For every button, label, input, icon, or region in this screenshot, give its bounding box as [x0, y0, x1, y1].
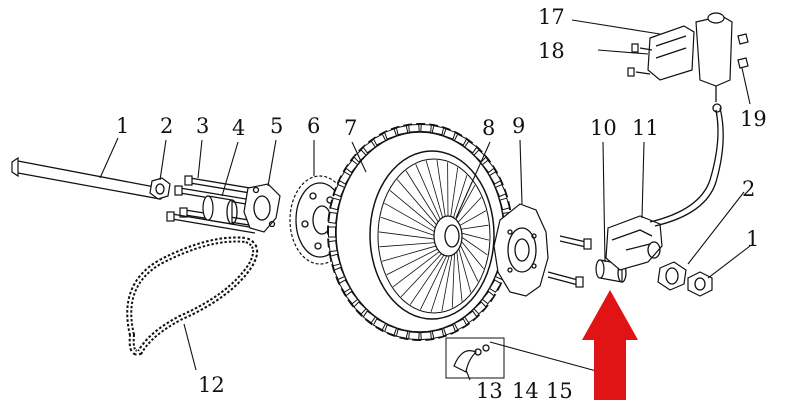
leader-lines: [99, 19, 751, 381]
callout-6: 6: [307, 114, 320, 138]
chain: [126, 236, 259, 356]
callout-1-right: 1: [746, 227, 759, 251]
callout-8: 8: [482, 116, 495, 140]
axle-nut-right: [657, 261, 713, 297]
valve-parts: [445, 337, 505, 379]
axle: [11, 156, 164, 200]
callout-12: 12: [198, 373, 225, 397]
callout-2-right: 2: [742, 177, 755, 201]
callout-18: 18: [538, 39, 565, 63]
callout-10: 10: [590, 116, 617, 140]
brake-disc: [493, 203, 549, 297]
callout-3: 3: [196, 114, 209, 138]
callout-14: 14: [512, 379, 539, 403]
disc-bolts: [547, 235, 592, 288]
callout-labels: 1 2 3 4 5 6 7 8 9 10 11 12 13 14 15 17 1…: [116, 5, 767, 403]
callout-1: 1: [116, 114, 129, 138]
callout-15: 15: [546, 379, 573, 403]
callout-7: 7: [344, 116, 357, 140]
sprocket-carrier: [243, 183, 281, 233]
callout-2: 2: [160, 114, 173, 138]
callout-17: 17: [538, 5, 565, 29]
caliper-bracket: [605, 215, 663, 271]
callout-13: 13: [476, 379, 503, 403]
callout-4: 4: [232, 116, 245, 140]
axle-nut-left: [149, 177, 171, 200]
callout-9: 9: [512, 114, 525, 138]
callout-5: 5: [270, 114, 283, 138]
highlight-arrow: [582, 290, 638, 400]
spacer: [202, 195, 238, 225]
callout-19: 19: [740, 107, 767, 131]
brake-hose: [649, 103, 724, 227]
callout-11: 11: [632, 116, 659, 140]
rear-wheel: [327, 123, 513, 341]
master-cylinder: [627, 12, 749, 102]
